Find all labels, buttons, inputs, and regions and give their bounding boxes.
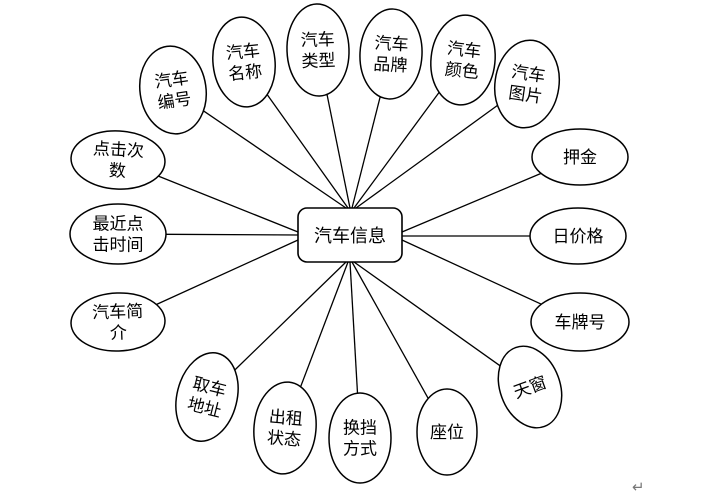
return-mark: ↵ <box>632 478 645 496</box>
attribute-ellipse-car-type <box>286 3 350 97</box>
attribute-label-car-brand: 品牌 <box>373 55 408 77</box>
attribute-label-car-type: 类型 <box>301 51 336 72</box>
attribute-ellipse-click-count <box>70 130 166 190</box>
connector-pickup-address <box>234 261 347 371</box>
connector-deposit <box>401 172 542 233</box>
attribute-sunroof: 天窗 <box>497 345 563 429</box>
attribute-label-car-picture: 汽车 <box>510 62 546 87</box>
attribute-ellipse-car-brand <box>359 8 423 100</box>
entity-node: 汽车信息 <box>297 207 403 263</box>
connector-recent-click-time <box>165 233 299 236</box>
attribute-ellipse-recent-click-time <box>69 203 167 265</box>
attribute-label-seats: 座位 <box>430 423 464 443</box>
attribute-label-car-name: 汽车 <box>225 41 261 64</box>
connector-car-intro <box>156 239 299 306</box>
attribute-ellipse-car-color <box>430 14 496 106</box>
connector-plate-number <box>401 239 542 305</box>
attribute-ellipse-car-picture <box>493 39 561 129</box>
attribute-deposit: 押金 <box>531 128 629 186</box>
connector-sunroof <box>353 261 501 367</box>
attribute-ellipse-plate-number <box>530 292 630 352</box>
connector-car-brand <box>351 96 381 209</box>
attribute-ellipse-deposit <box>531 128 629 186</box>
attribute-plate-number: 车牌号 <box>530 292 630 352</box>
connector-car-name <box>266 94 349 209</box>
attribute-label-daily-price: 日价格 <box>553 227 604 247</box>
attribute-label-recent-click-time: 最近点 <box>93 215 144 235</box>
attribute-label-recent-click-time: 击时间 <box>93 236 144 256</box>
attribute-ellipse-transmission <box>328 392 392 484</box>
attribute-ellipse-sunroof <box>497 345 563 429</box>
attribute-label-car-color: 颜色 <box>444 60 480 83</box>
attribute-label-rental-status: 状态 <box>266 428 302 451</box>
attribute-label-transmission: 方式 <box>343 440 377 460</box>
attribute-ellipse-car-intro <box>70 292 166 352</box>
attribute-label-car-color: 汽车 <box>446 39 482 62</box>
attribute-label-car-number: 编号 <box>156 89 192 114</box>
attribute-ellipse-daily-price <box>529 207 627 265</box>
connector-car-picture <box>355 104 498 209</box>
attribute-nodes: 汽车编号汽车名称汽车类型汽车品牌汽车颜色汽车图片点击次数最近点击时间汽车简介押金… <box>69 3 630 484</box>
attribute-label-car-name: 名称 <box>227 62 263 85</box>
entity-box <box>297 207 403 263</box>
attribute-label-click-count: 数 <box>108 161 126 182</box>
connector-seats <box>351 261 429 399</box>
attribute-ellipse-pickup-address <box>175 351 239 443</box>
connector-car-number <box>203 110 347 209</box>
attribute-label-rental-status: 出租 <box>268 407 304 430</box>
attribute-label-car-brand: 汽车 <box>374 34 409 56</box>
attribute-ellipse-car-number <box>139 45 207 135</box>
entity-label: 汽车信息 <box>314 226 386 247</box>
attribute-label-car-intro: 汽车简 <box>92 302 144 324</box>
connector-transmission <box>349 261 359 394</box>
connector-rental-status <box>299 261 349 388</box>
attribute-ellipse-car-name <box>212 16 276 108</box>
connector-click-count <box>158 175 299 233</box>
attribute-ellipse-rental-status <box>253 381 317 475</box>
attribute-label-car-picture: 图片 <box>507 83 543 108</box>
attribute-label-car-intro: 介 <box>110 323 128 344</box>
attribute-label-deposit: 押金 <box>563 148 597 168</box>
attribute-label-click-count: 点击次 <box>93 139 145 162</box>
attribute-label-car-type: 汽车 <box>300 30 335 51</box>
attribute-ellipse-seats <box>416 388 478 476</box>
attribute-daily-price: 日价格 <box>529 207 627 265</box>
connector-car-type <box>326 94 351 209</box>
attribute-label-car-number: 汽车 <box>153 68 189 93</box>
attribute-label-plate-number: 车牌号 <box>555 313 606 333</box>
connector-lines <box>156 92 542 399</box>
attribute-label-transmission: 换挡 <box>343 419 377 439</box>
attribute-seats: 座位 <box>416 388 478 476</box>
connector-car-color <box>353 92 440 209</box>
